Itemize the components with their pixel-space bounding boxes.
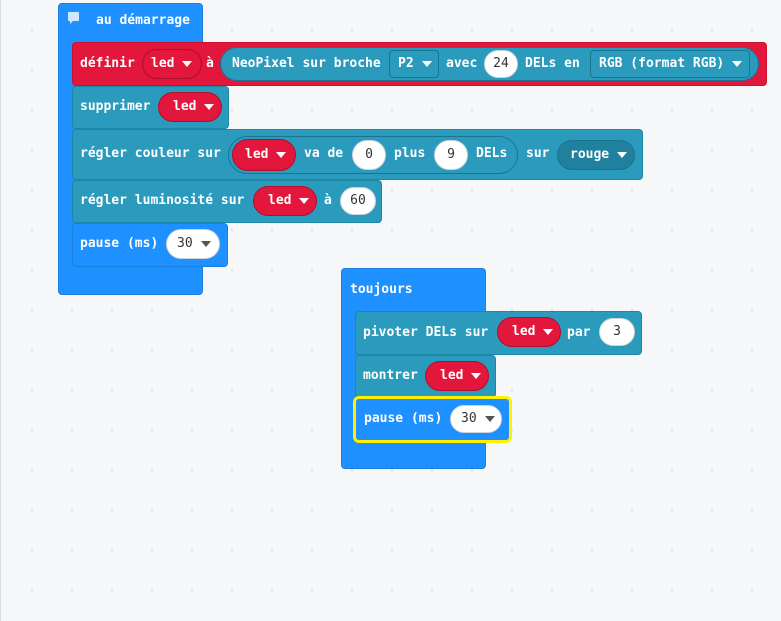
color-mode-value: RGB (format RGB) <box>599 56 725 71</box>
chevron-down-icon <box>484 416 495 422</box>
chevron-down-icon <box>299 198 310 204</box>
set-brightness-block[interactable] <box>72 180 382 223</box>
forever-title: toujours <box>350 282 413 297</box>
plus-label: plus <box>394 146 426 161</box>
chevron-down-icon <box>182 61 193 67</box>
clear-label: supprimer <box>80 99 151 114</box>
brightness-variable-dropdown[interactable]: led <box>253 186 317 216</box>
chevron-down-icon <box>276 152 287 158</box>
rotate-label: pivoter DELs sur <box>363 325 489 340</box>
chevron-down-icon <box>617 152 628 158</box>
brightness-value: 60 <box>350 193 366 208</box>
range-length-input[interactable]: 9 <box>434 140 468 170</box>
show-variable-dropdown[interactable]: led <box>425 361 489 391</box>
brightness-variable-name: led <box>268 193 292 208</box>
neopixel-label: NeoPixel sur broche <box>232 56 381 71</box>
dels-label: DELs <box>476 146 508 161</box>
show-variable-name: led <box>440 368 464 383</box>
show-label: montrer <box>363 368 418 383</box>
set-variable-name: led <box>151 56 175 71</box>
chevron-down-icon <box>421 61 432 67</box>
clear-variable-dropdown[interactable]: led <box>158 92 222 122</box>
range-variable-name: led <box>245 147 269 162</box>
color-value: rouge <box>570 147 610 162</box>
color-dropdown[interactable]: rouge <box>557 140 635 170</box>
chevron-down-icon <box>200 241 211 247</box>
with-label: avec <box>446 56 478 71</box>
pause-duration-dropdown[interactable]: 30 <box>450 405 502 433</box>
set-label: définir <box>80 56 135 71</box>
pause-label: pause (ms) <box>80 236 159 251</box>
pause-label: pause (ms) <box>364 411 443 426</box>
pin-dropdown[interactable]: P2 <box>389 50 439 78</box>
from-label: va de <box>304 146 344 161</box>
leds-in-label: DELs en <box>525 56 580 71</box>
chevron-down-icon <box>471 373 482 379</box>
on-label: sur <box>526 146 550 161</box>
pause-duration-dropdown[interactable]: 30 <box>166 229 220 259</box>
range-variable-dropdown[interactable]: led <box>232 139 296 171</box>
led-count-value: 24 <box>493 56 509 71</box>
rotate-amount-value: 3 <box>613 324 621 339</box>
set-to-label: à <box>206 56 214 71</box>
color-mode-dropdown[interactable]: RGB (format RGB) <box>590 50 750 78</box>
pin-value: P2 <box>398 56 414 71</box>
rotate-variable-dropdown[interactable]: led <box>497 317 561 347</box>
pause-duration-value: 30 <box>177 236 193 251</box>
brightness-to-label: à <box>324 193 332 208</box>
range-color-label: régler couleur sur <box>80 146 221 161</box>
set-variable-dropdown[interactable]: led <box>142 49 202 79</box>
workspace-left-edge <box>0 0 1 621</box>
comment-icon[interactable] <box>68 12 79 24</box>
rotate-amount-input[interactable]: 3 <box>599 318 635 346</box>
rotate-variable-name: led <box>512 324 536 339</box>
brightness-label: régler luminosité sur <box>80 193 245 208</box>
chevron-down-icon <box>543 329 554 335</box>
range-length-value: 9 <box>447 147 455 162</box>
pause-duration-value: 30 <box>461 411 477 426</box>
rotate-by-label: par <box>567 325 591 340</box>
led-count-input[interactable]: 24 <box>484 50 518 78</box>
on-start-title: au démarrage <box>96 13 190 28</box>
chevron-down-icon <box>204 104 215 110</box>
chevron-down-icon <box>732 61 743 67</box>
range-start-input[interactable]: 0 <box>352 140 386 170</box>
brightness-input[interactable]: 60 <box>340 187 376 215</box>
range-start-value: 0 <box>365 147 373 162</box>
clear-variable-name: led <box>173 99 197 114</box>
